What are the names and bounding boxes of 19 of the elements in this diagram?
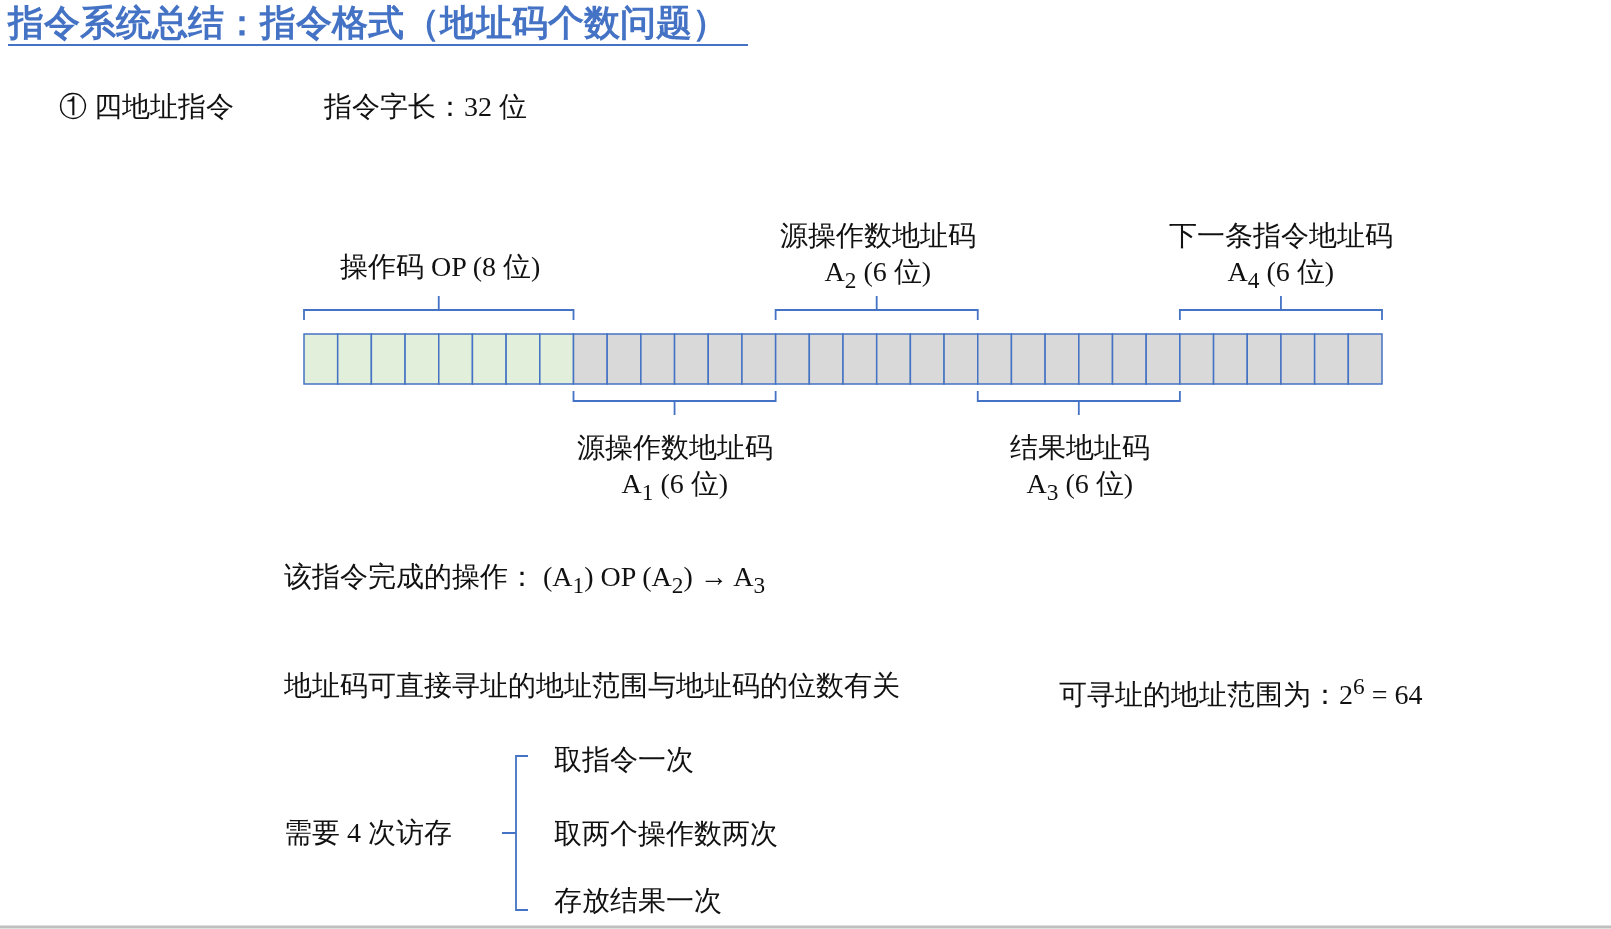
list-item: 取两个操作数两次 <box>554 817 778 851</box>
field-label: A$_{3}$ (6 位) <box>1026 467 1134 507</box>
operation-text: 该指令完成的操作： (A$_{1}$) OP (A$_{2}$) → A$_{3}$ <box>284 560 766 600</box>
field-label: 操作码 OP (8 位) <box>340 250 541 284</box>
field-label: A$_{4}$ (6 位) <box>1227 255 1335 295</box>
word-length-text: 指令字长：32 位 <box>324 90 527 124</box>
note-text: 可寻址的地址范围为：2$^{6}$ = 64 <box>1059 672 1423 713</box>
list-item: 存放结果一次 <box>554 884 722 918</box>
title: 指令系统总结：指令格式（地址码个数问题） <box>8 2 748 46</box>
field-label: 下一条指令地址码 <box>1169 219 1393 253</box>
field-label: 结果地址码 <box>1010 431 1150 465</box>
field-label: A$_{2}$ (6 位) <box>824 255 932 295</box>
field-label: 源操作数地址码 <box>577 431 773 465</box>
field-label: 源操作数地址码 <box>780 219 976 253</box>
note-text: 地址码可直接寻址的地址范围与地址码的位数有关 <box>284 669 900 703</box>
list-item: 取指令一次 <box>554 743 694 777</box>
note-text: 需要 4 次访存 <box>284 816 452 850</box>
field-label: A$_{1}$ (6 位) <box>621 467 729 507</box>
heading: ① 四地址指令 <box>59 90 234 124</box>
